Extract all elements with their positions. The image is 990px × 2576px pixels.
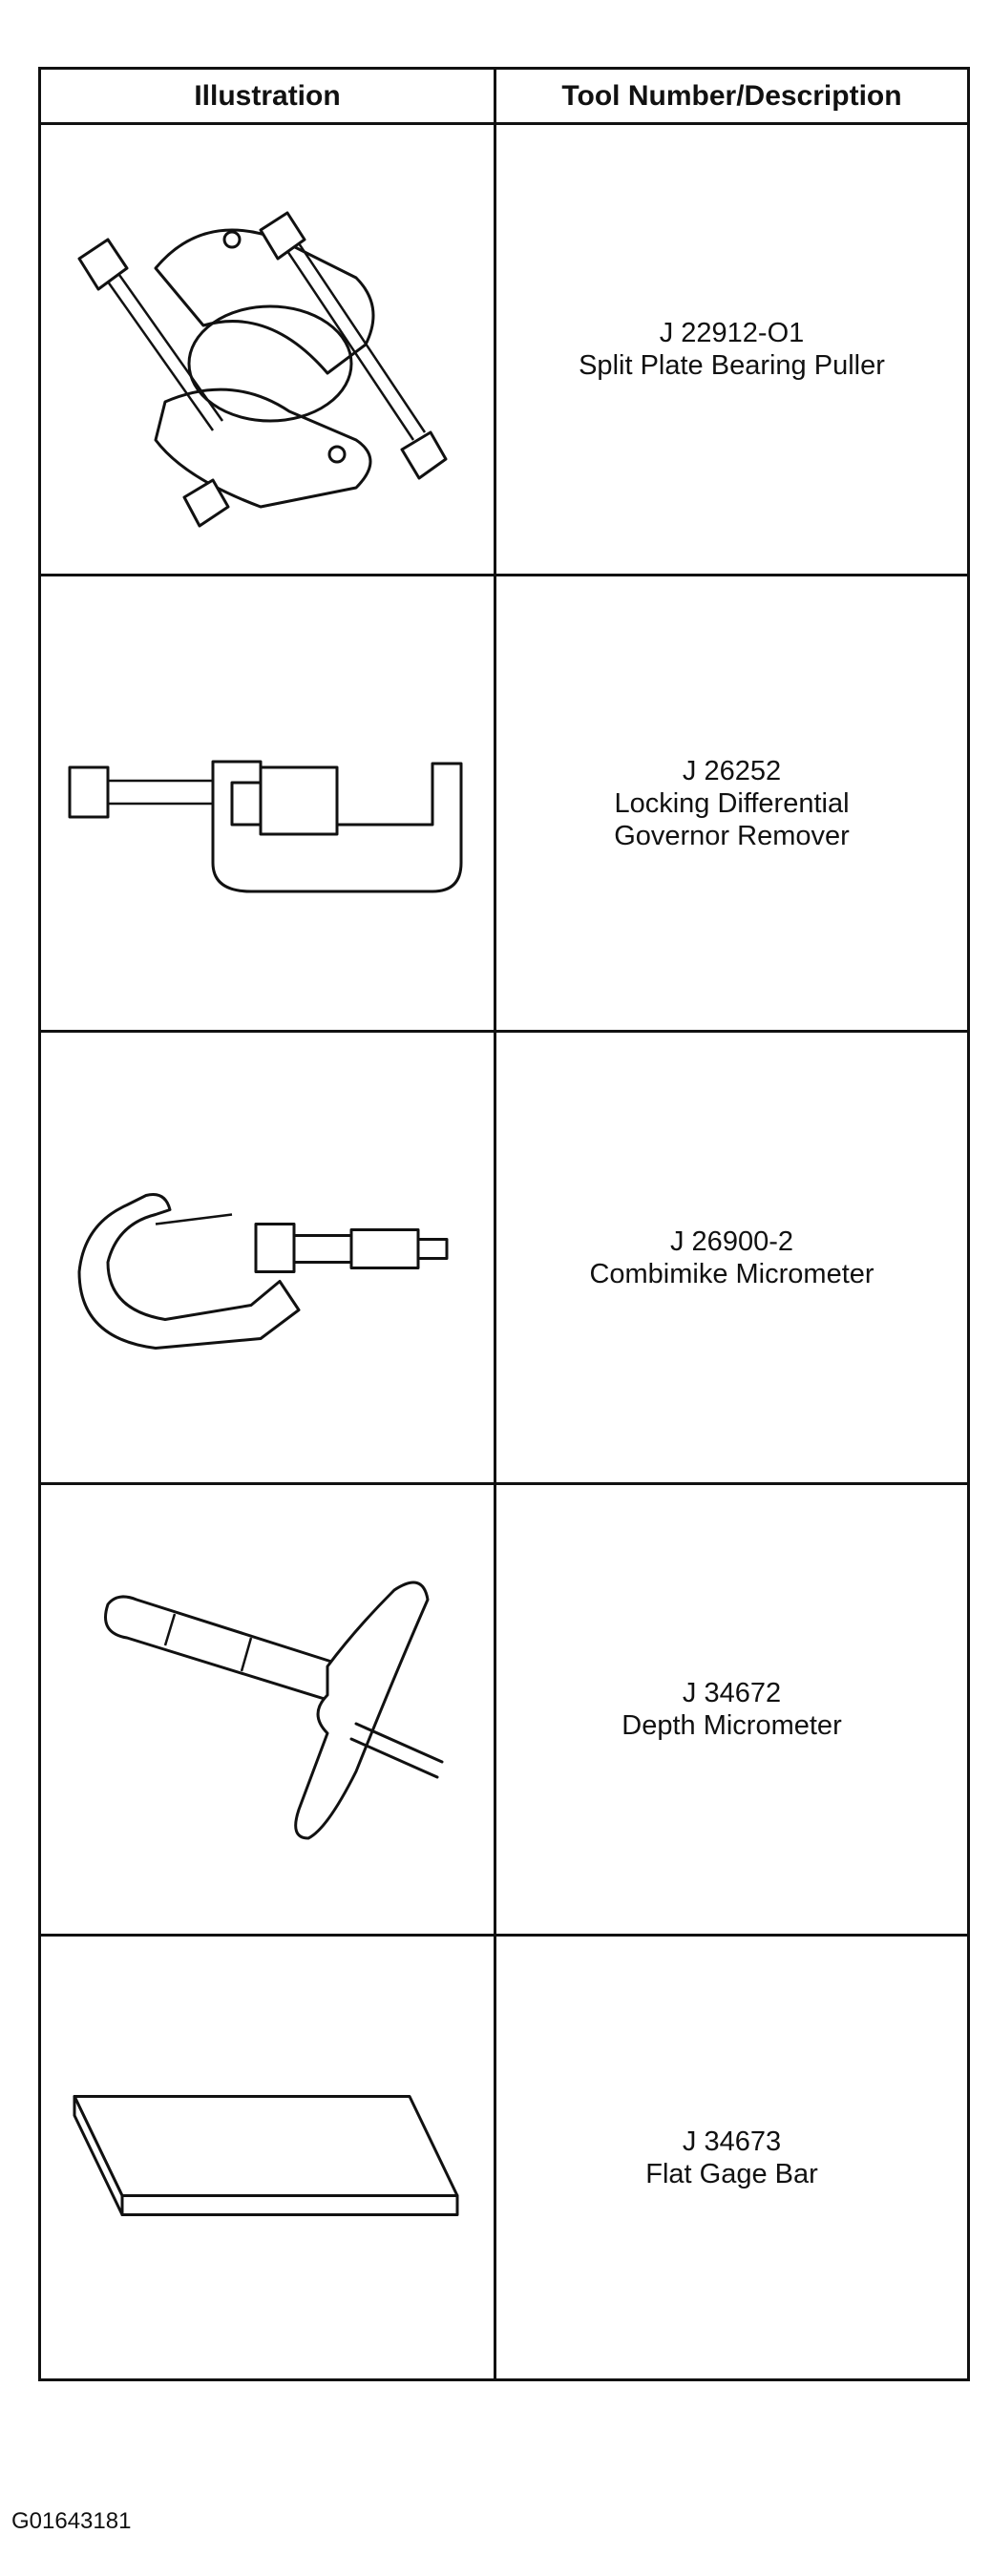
illustration-column-header: Illustration [41,70,496,122]
table-header: Illustration Tool Number/Description [41,70,967,125]
micrometer-icon [77,1193,449,1350]
table-row: J 34673 Flat Gage Bar [41,1937,967,2378]
illustration-cell [41,576,496,1030]
illustration-cell [41,125,496,574]
tool-number: J 34673 [682,2126,782,2157]
tool-description: Combimike Micrometer [589,1258,874,1289]
flat-gage-bar-icon [73,2095,459,2216]
illustration-cell [41,1033,496,1482]
description-cell: J 26252 Locking Differential Governor Re… [496,576,967,1030]
governor-remover-icon [68,760,463,893]
tool-number: J 26252 [682,755,782,786]
description-cell: J 26900-2 Combimike Micrometer [496,1033,967,1482]
special-tools-table: Illustration Tool Number/Description [38,67,970,2381]
table-row: J 26900-2 Combimike Micrometer [41,1033,967,1485]
table-row: J 26252 Locking Differential Governor Re… [41,576,967,1033]
description-column-header: Tool Number/Description [561,79,902,112]
tool-description: Locking Differential [614,787,850,819]
description-cell: J 22912-O1 Split Plate Bearing Puller [496,125,967,574]
tool-number: J 22912-O1 [659,318,805,348]
tool-description: Flat Gage Bar [645,2158,818,2189]
table-row: J 22912-O1 Split Plate Bearing Puller [41,125,967,576]
description-cell: J 34672 Depth Micrometer [496,1485,967,1934]
description-cell: J 34673 Flat Gage Bar [496,1937,967,2378]
split-plate-bearing-puller-icon [77,211,448,528]
tool-number: J 34672 [682,1678,782,1708]
illustration-cell [41,1937,496,2378]
tool-description: Split Plate Bearing Puller [579,350,885,381]
illustration-cell [41,1485,496,1934]
figure-id: G01643181 [11,2508,132,2534]
tool-description: Depth Micrometer [621,1710,842,1741]
tool-number: J 26900-2 [670,1225,793,1257]
table-row: J 34672 Depth Micrometer [41,1485,967,1937]
tool-description: Governor Remover [614,820,850,851]
depth-micrometer-icon [104,1581,444,1840]
